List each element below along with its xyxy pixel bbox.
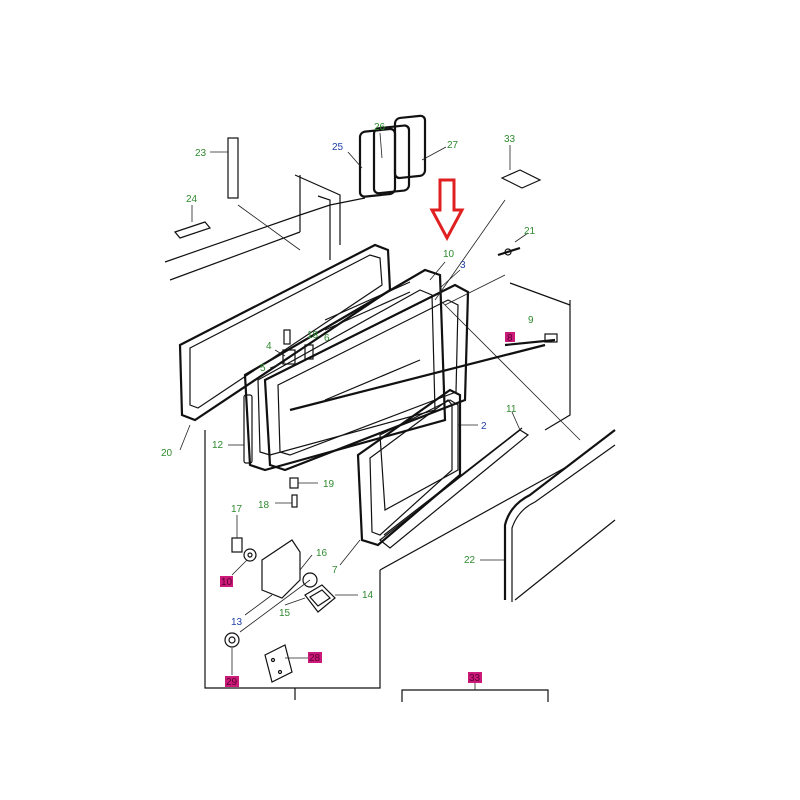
part-10-3-window-frames [243,199,581,472]
body-panel-outline [164,174,571,700]
label-15: 15 [279,608,291,619]
highlight-arrow [429,178,465,242]
label-26: 26 [374,122,386,133]
label-33-bottom: 33 [469,673,481,684]
label-4: 4 [266,341,272,352]
label-18-lower: 18 [258,500,270,511]
part-2-glass [379,399,478,511]
part-12-strip [228,394,253,464]
label-22: 22 [464,555,476,566]
label-10-badge: 10 [221,577,233,588]
label-6: 6 [324,333,330,344]
label-28: 28 [309,653,321,664]
part-8-9-rod [289,333,558,412]
label-16: 16 [316,548,328,559]
part-23-strip [210,137,301,251]
part-4-5-6-18-catch [269,329,314,369]
label-17: 17 [231,504,243,515]
label-20: 20 [161,448,173,459]
label-29: 29 [226,677,238,688]
label-5: 5 [260,363,266,374]
part-29-bush [224,632,240,675]
label-12: 12 [212,440,224,451]
part-19-18-studs [275,477,318,508]
part-25-27-seals [347,114,447,198]
label-7: 7 [332,565,338,576]
label-25: 25 [332,142,344,153]
label-2: 2 [481,421,487,432]
part-24-bracket [173,205,212,239]
part-13-16-latch [239,539,318,633]
part-28-plate [264,644,308,683]
label-9: 9 [528,315,534,326]
label-18-upper: 18 [307,330,319,341]
part-33-pad [500,145,542,189]
label-11: 11 [506,404,517,415]
part-7-glass-frame [339,388,462,566]
part-17-bolt [231,515,257,576]
part-14-15-handle [284,584,358,613]
label-10: 10 [443,249,455,260]
part-20-outer-seal [178,243,392,451]
part-21-pin [497,232,529,257]
label-27: 27 [447,140,459,151]
label-8: 8 [507,333,513,344]
callout-labels: 23 24 25 26 27 33 21 10 3 18 6 4 5 9 8 1… [161,122,536,688]
label-23: 23 [195,148,207,159]
label-33-top: 33 [504,134,516,145]
label-19: 19 [323,479,335,490]
label-14: 14 [362,590,374,601]
label-24: 24 [186,194,198,205]
part-22-seal [480,429,616,602]
part-11-channel [379,411,530,549]
label-13: 13 [231,617,243,628]
label-3: 3 [460,260,466,271]
badges [220,332,515,687]
label-21: 21 [524,226,536,237]
